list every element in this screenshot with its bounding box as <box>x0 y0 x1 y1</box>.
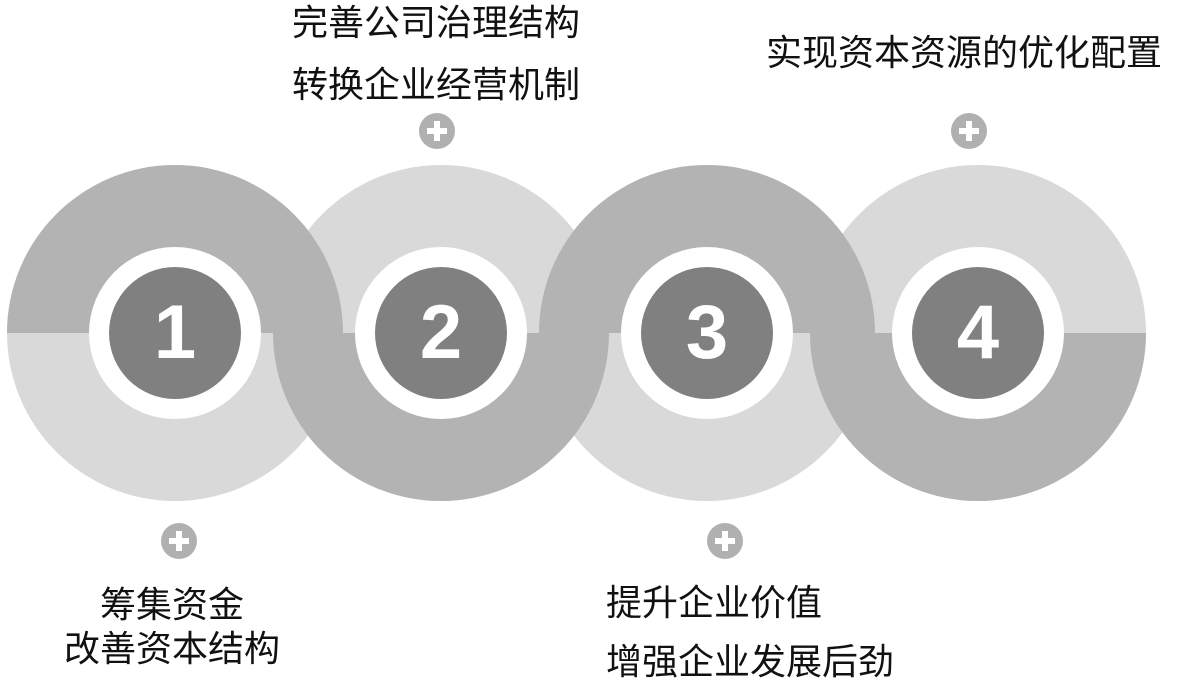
step-3-badge <box>621 247 793 419</box>
step-2-badge <box>355 247 527 419</box>
step-4-caption-line-1: 实现资本资源的优化配置 <box>766 33 1163 74</box>
step-3-caption-line-1: 提升企业价值 <box>606 583 823 624</box>
step-1-badge <box>89 247 261 419</box>
plus-circle-icon <box>161 523 197 559</box>
step-4-badge <box>892 247 1064 419</box>
step-1-number: 1 <box>154 290 196 375</box>
step-1-caption-line-1: 筹集资金 <box>100 585 245 626</box>
step-3-caption-line-2: 增强企业发展后劲 <box>606 642 895 683</box>
plus-circle-icon <box>419 113 455 149</box>
step-2-number: 2 <box>420 290 462 375</box>
step-1-caption-line-2: 改善资本结构 <box>64 629 281 670</box>
step-3-number: 3 <box>686 290 728 375</box>
plus-circle-icon <box>951 113 987 149</box>
step-2-caption-line-2: 转换企业经营机制 <box>292 65 581 106</box>
step-4-number: 4 <box>957 290 999 375</box>
step-2-caption-line-1: 完善公司治理结构 <box>292 3 581 44</box>
plus-circle-icon <box>707 523 743 559</box>
